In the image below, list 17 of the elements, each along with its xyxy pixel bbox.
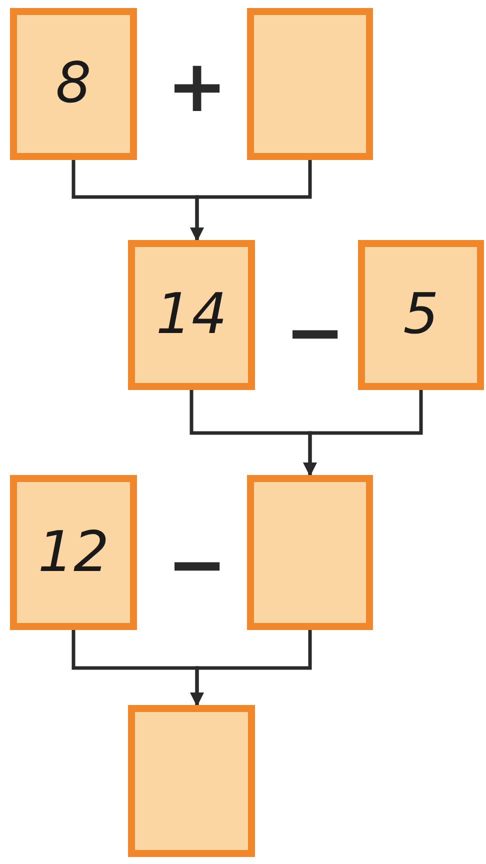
- operator-sign: +: [166, 50, 228, 122]
- number-box: [10, 475, 137, 630]
- number-box: [10, 8, 137, 160]
- connector-arrow: [303, 390, 423, 476]
- number-box: [358, 240, 484, 390]
- operator-sign: −: [284, 296, 346, 368]
- number: 14: [156, 287, 228, 343]
- number: 12: [38, 524, 110, 580]
- number-box: [128, 240, 255, 390]
- number: 5: [403, 287, 439, 343]
- operator-sign: −: [166, 528, 228, 600]
- empty-box: [247, 475, 373, 630]
- empty-box: [128, 705, 255, 857]
- empty-box: [247, 8, 373, 160]
- connector-arrow: [190, 630, 312, 706]
- connector-arrow: [190, 160, 312, 242]
- number: 8: [56, 56, 92, 112]
